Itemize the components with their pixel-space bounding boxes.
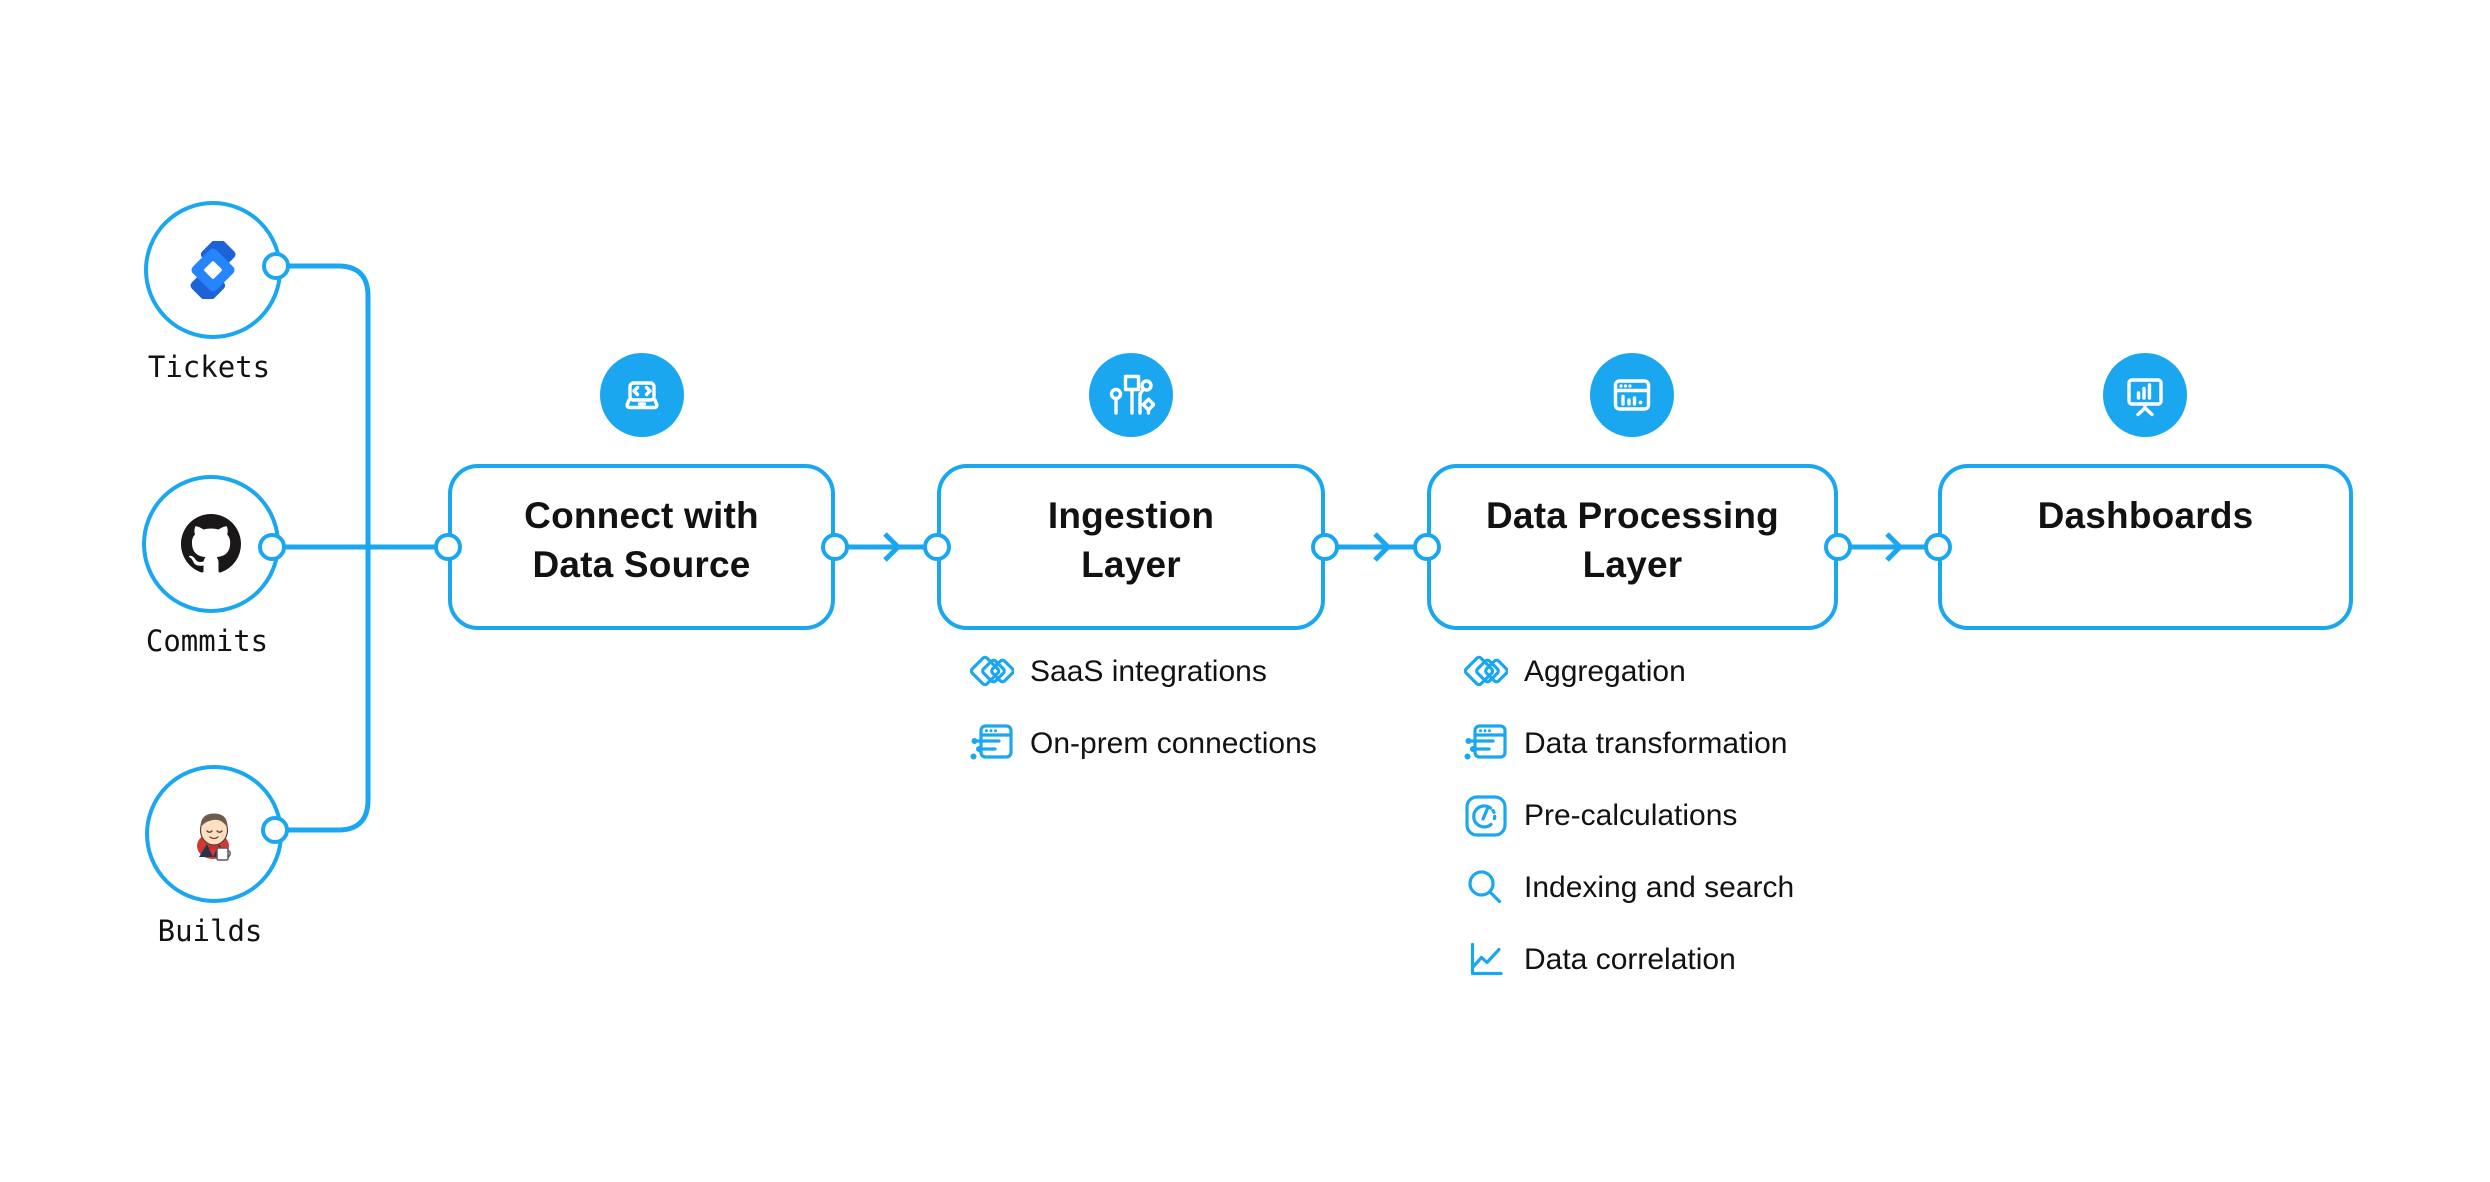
list-item-label: Aggregation bbox=[1524, 655, 1686, 688]
source-commits bbox=[142, 475, 280, 613]
github-icon bbox=[181, 514, 241, 573]
list-item-label: Data correlation bbox=[1524, 943, 1736, 976]
laptop-code-icon bbox=[625, 381, 659, 410]
stage-title-connect: Connect with Data Source bbox=[452, 468, 831, 589]
list-item-label: Indexing and search bbox=[1524, 871, 1795, 904]
source-tickets-label: Tickets bbox=[147, 350, 271, 384]
list-item: Pre-calculations bbox=[1464, 780, 1794, 852]
jenkins-icon bbox=[197, 813, 231, 861]
gauge-icon bbox=[1464, 794, 1508, 838]
stage-badge-ingestion bbox=[1089, 353, 1173, 437]
arrow-chevron-3 bbox=[1885, 532, 1904, 562]
presentation-chart-icon bbox=[2127, 378, 2163, 417]
stage-box-processing: Data Processing Layer bbox=[1427, 464, 1838, 630]
stage-badge-dashboards bbox=[2103, 353, 2187, 437]
ingestion-feature-list: SaaS integrations bbox=[970, 636, 1317, 780]
list-item: Aggregation bbox=[1464, 636, 1794, 708]
source-builds bbox=[145, 765, 283, 903]
title-line: Layer bbox=[1081, 544, 1181, 585]
title-line: Connect with bbox=[524, 495, 759, 536]
circuit-nodes-icon bbox=[1109, 374, 1155, 415]
list-item: On-prem connections bbox=[970, 708, 1317, 780]
title-line: Dashboards bbox=[2037, 495, 2254, 536]
processing-feature-list: Aggregation bbox=[1464, 636, 1794, 996]
list-item-label: On-prem connections bbox=[1030, 727, 1317, 760]
title-line: Layer bbox=[1582, 544, 1683, 585]
stage-title-dashboards: Dashboards bbox=[1942, 468, 2349, 540]
list-item: Indexing and search bbox=[1464, 852, 1794, 924]
jira-icon bbox=[190, 241, 236, 299]
source-builds-label: Builds bbox=[157, 914, 263, 948]
list-item-label: SaaS integrations bbox=[1030, 655, 1267, 688]
layered-diamonds-icon bbox=[970, 650, 1014, 694]
layered-diamonds-icon bbox=[1464, 650, 1508, 694]
stage-box-ingestion: Ingestion Layer bbox=[937, 464, 1325, 630]
arrow-chevron-1 bbox=[883, 532, 902, 562]
window-bar-chart-icon bbox=[1613, 379, 1651, 411]
stage-title-ingestion: Ingestion Layer bbox=[941, 468, 1321, 589]
title-line: Ingestion bbox=[1047, 495, 1215, 536]
title-line: Data Source bbox=[532, 544, 751, 585]
source-tickets bbox=[144, 201, 282, 339]
stage-box-dashboards: Dashboards bbox=[1938, 464, 2353, 630]
window-sliders-icon bbox=[970, 722, 1014, 766]
window-sliders-icon bbox=[1464, 722, 1508, 766]
list-item: SaaS integrations bbox=[970, 636, 1317, 708]
list-item-label: Data transformation bbox=[1524, 727, 1788, 760]
line-chart-icon bbox=[1464, 938, 1508, 982]
list-item: Data transformation bbox=[1464, 708, 1794, 780]
stage-badge-connect bbox=[600, 353, 684, 437]
stage-title-processing: Data Processing Layer bbox=[1431, 468, 1834, 589]
title-line: Data Processing bbox=[1486, 495, 1779, 536]
arrow-chevron-2 bbox=[1373, 532, 1392, 562]
list-item: Data correlation bbox=[1464, 924, 1794, 996]
source-commits-label: Commits bbox=[145, 624, 269, 658]
stage-badge-processing bbox=[1590, 353, 1674, 437]
list-item-label: Pre-calculations bbox=[1524, 799, 1738, 832]
magnifier-icon bbox=[1464, 866, 1508, 910]
stage-box-connect: Connect with Data Source bbox=[448, 464, 835, 630]
